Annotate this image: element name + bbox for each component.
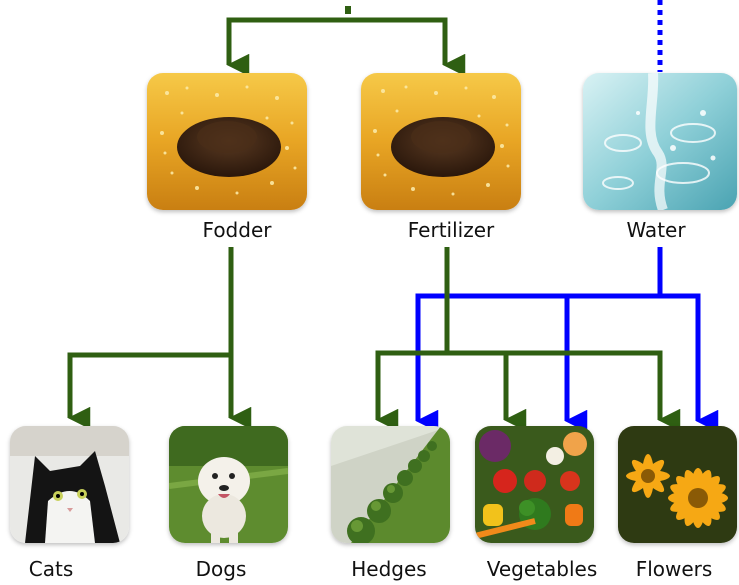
fodder-connector (70, 247, 231, 418)
target-label-hedges: Hedges (351, 557, 426, 581)
top-green-stub (345, 6, 351, 14)
dog-photo (169, 426, 288, 543)
soil-pile-icon (361, 73, 521, 210)
source-label-fodder: Fodder (203, 218, 272, 242)
fertilizer-image (361, 73, 521, 210)
target-label-flowers: Flowers (636, 557, 713, 581)
source-label-water: Water (626, 218, 685, 242)
hedges-image (331, 426, 450, 543)
dogs-image (169, 426, 288, 543)
water-connector (418, 247, 698, 421)
top-green-connector (229, 6, 445, 65)
flowers-image (618, 426, 737, 543)
target-label-dogs: Dogs (196, 557, 247, 581)
target-label-vegetables: Vegetables (487, 557, 598, 581)
water-image (583, 73, 737, 210)
vegetables-image (475, 426, 594, 543)
target-label-cats: Cats (29, 557, 73, 581)
cat-photo (10, 426, 129, 543)
cats-image (10, 426, 129, 543)
flowers-photo (618, 426, 737, 543)
water-splash-icon (583, 73, 737, 210)
fodder-image (147, 73, 307, 210)
vegetables-photo (475, 426, 594, 543)
soil-pile-icon (147, 73, 307, 210)
hedges-photo (331, 426, 450, 543)
source-label-fertilizer: Fertilizer (408, 218, 494, 242)
